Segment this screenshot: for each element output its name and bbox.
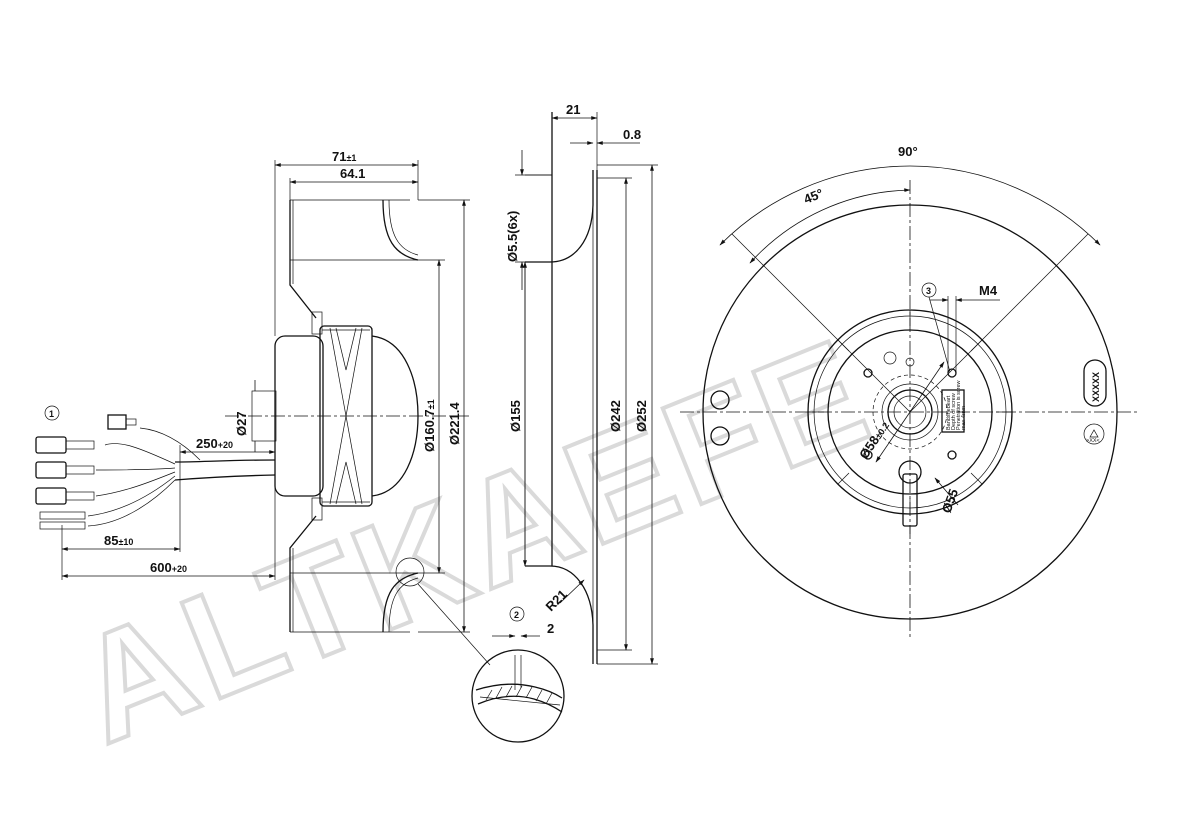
dim-m4: M4 [979,283,998,298]
side-view: 1 71±1 64.1 Ø27 Ø160.7±1 Ø221.4 250+20 8… [35,149,470,633]
dim-d160-7-tol: ±1 [426,399,436,409]
detail-view-circle [471,649,565,743]
dim-0-8: 0.8 [623,127,641,142]
dim-85-tol: ±10 [118,537,133,547]
callout-2: 2 [514,610,519,620]
svg-text:85±10: 85±10 [104,533,133,548]
dim-71: 71 [332,149,346,164]
label-line-3: Penetration is screw [956,380,962,430]
svg-text:max 4mm: max 4mm [961,405,967,430]
svg-text:Penetration is screw: Penetration is screw [956,380,962,430]
svg-text:Bandshebeart: Bandshebeart [946,395,952,430]
callout-3: 3 [926,286,931,296]
terminal-connectors [35,436,95,530]
dim-d27: Ø27 [234,411,249,436]
dim-2: 2 [547,621,554,636]
dim-600-tol: +20 [172,564,187,574]
dim-64-1: 64.1 [340,166,365,181]
dim-d252: Ø252 [634,400,649,432]
dim-45-deg: 45° [802,186,826,207]
rotor-ticks [808,310,1012,514]
label-line-4: max 4mm [961,405,967,430]
dim-d5-5-6x: Ø5.5(6x) [505,211,520,262]
label-line-2: Depth of screw [951,393,957,430]
svg-text:Ø160.7±1: Ø160.7±1 [422,399,437,452]
dim-600: 600 [150,560,172,575]
dim-85: 85 [104,533,118,548]
dim-250: 250 [196,436,218,451]
badge-text: >XX< [1086,438,1100,444]
dim-d155: Ø155 [508,400,523,432]
svg-text:Depth of screw: Depth of screw [951,393,957,430]
callout-1: 1 [49,409,54,419]
dim-21: 21 [566,102,580,117]
svg-text:600+20: 600+20 [150,560,187,575]
dim-71-tol: ±1 [346,153,356,163]
label-line-1: Bandshebeart [946,395,952,430]
dim-d221-4: Ø221.4 [447,402,462,445]
dim-d160-7: Ø160.7 [422,409,437,452]
motor-fins [322,327,370,505]
dim-250-tol: +20 [218,440,233,450]
dim-d242: Ø242 [608,400,623,432]
svg-text:250+20: 250+20 [196,436,233,451]
front-view: 90° 45° Bandshe [680,144,1140,640]
label-code: XXXXX [1091,372,1101,402]
dim-d55: Ø55 [939,487,962,515]
svg-text:71±1: 71±1 [332,149,356,164]
dim-90-deg: 90° [898,144,918,159]
